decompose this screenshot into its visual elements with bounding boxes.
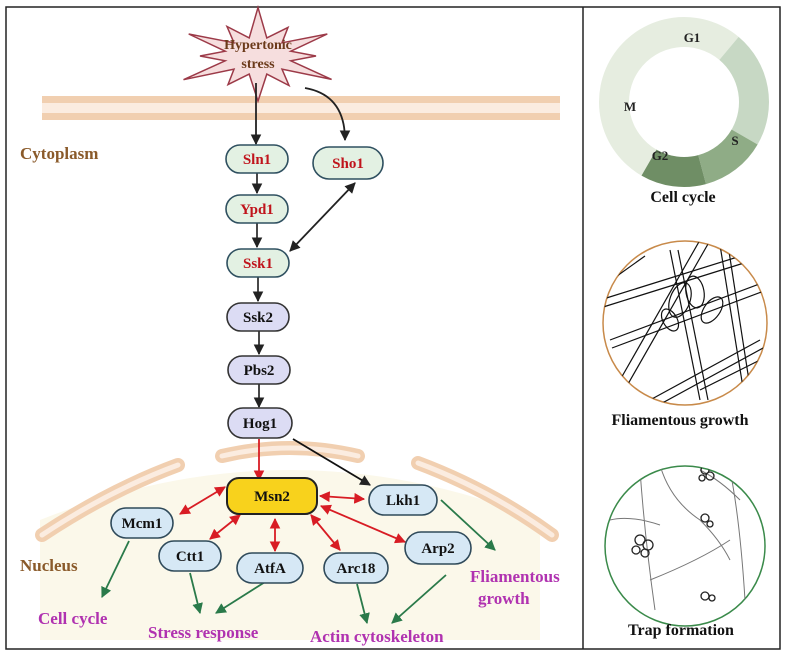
node-ypd1: Ypd1 [225,194,289,224]
arrow-arp2-actin [391,574,447,624]
node-arp2: Arp2 [404,531,472,565]
node-ssk1-shape [226,248,290,278]
node-sln1-label: Sln1 [243,152,271,168]
arrow-atfa-stress [215,581,266,614]
arrow-mcm1-cellcycle [101,540,130,598]
node-pbs2: Pbs2 [227,355,291,385]
arrow-sho1-ssk1 [289,182,356,252]
cell-cycle-donut: G1 S G2 M [599,17,770,188]
arrow-msn2-lkh1 [318,491,366,504]
node-hog1: Hog1 [227,407,293,439]
node-mcm1-label: Mcm1 [122,516,163,532]
cytoplasm-label: Cytoplasm [20,144,98,163]
node-pbs2-label: Pbs2 [244,363,275,379]
arrow-msn2-ctt1 [209,514,241,540]
phase-segment-m [641,149,706,188]
node-arc18-shape [323,552,389,584]
arrows [101,83,496,625]
stimulus-line1: Hypertonic [224,38,292,53]
node-ssk1: Ssk1 [226,248,290,278]
node-lkh1-shape [368,484,438,516]
outcome-stress-response: Stress response [148,623,259,642]
nucleus-label: Nucleus [20,556,78,575]
figure-border [5,6,781,650]
node-ssk2-label: Ssk2 [243,310,273,326]
node-atfa-label: AtfA [254,561,286,577]
node-arc18-label: Arc18 [337,561,376,577]
node-arp2-label: Arp2 [421,541,454,557]
node-msn2: Msn2 [226,477,318,515]
arrow-arc18-actin [356,583,370,625]
phase-label-s: S [731,133,738,148]
arrow-msn2-arp2 [320,504,406,544]
node-hog1-shape [227,407,293,439]
arrow-msn2-mcm1 [179,486,226,515]
phase-label-m: M [624,99,636,114]
node-arc18: Arc18 [323,552,389,584]
filamentous-growth-title: Fliamentous growth [611,412,748,429]
node-ssk1-label: Ssk1 [243,256,273,272]
node-atfa-shape [236,552,304,584]
stimulus-line2: stress [241,57,275,72]
phase-label-g1: G1 [684,30,701,45]
node-ssk2: Ssk2 [226,302,290,332]
node-ypd1-shape [225,194,289,224]
trap-formation-image [604,465,766,627]
node-msn2-shape [226,477,318,515]
plasma-membrane [42,96,560,120]
nuclear-envelope [35,441,559,542]
outcome-cell-cycle: Cell cycle [38,609,108,628]
hypertonic-stress-star: Hypertonic stress [183,4,332,104]
node-ypd1-label: Ypd1 [240,202,274,218]
node-atfa: AtfA [236,552,304,584]
node-sho1-label: Sho1 [332,156,364,172]
arrow-hog1-lkh1 [292,438,371,486]
node-sln1: Sln1 [225,144,289,174]
node-msn2-label: Msn2 [254,489,290,505]
node-hog1-label: Hog1 [243,416,277,432]
outcome-filamentous-line1: Fliamentous [470,567,560,586]
node-ssk2-shape [226,302,290,332]
node-ctt1-shape [158,540,222,572]
outcome-filamentous-line2: growth [478,589,530,608]
node-ctt1: Ctt1 [158,540,222,572]
node-sho1: Sho1 [312,146,384,180]
node-lkh1: Lkh1 [368,484,438,516]
arrow-stress-sho1 [304,87,351,142]
phase-label-g2: G2 [652,148,669,163]
node-pbs2-shape [227,355,291,385]
node-mcm1-shape [110,507,174,539]
node-mcm1: Mcm1 [110,507,174,539]
node-sln1-shape [225,144,289,174]
node-lkh1-label: Lkh1 [386,493,420,509]
node-sho1-shape [312,146,384,180]
filamentous-growth-image [602,240,768,406]
phase-segment-s [719,36,770,145]
phase-segment-g1 [599,17,739,176]
cell-cycle-title: Cell cycle [650,189,715,206]
arrow-lkh1-filamentous [440,499,496,551]
node-arp2-shape [404,531,472,565]
trap-formation-title: Trap formation [628,622,734,639]
node-ctt1-label: Ctt1 [176,549,204,565]
outcome-actin-cytoskeleton: Actin cytoskeleton [310,627,444,646]
phase-segment-g2 [698,129,758,185]
arrow-ctt1-stress [189,572,203,615]
